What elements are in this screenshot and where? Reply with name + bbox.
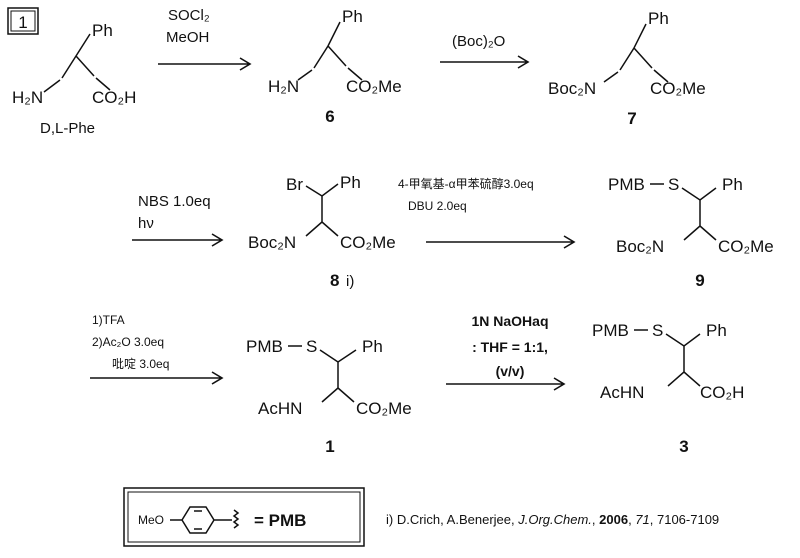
reaction-arrow-6: 1N NaOHaq : THF = 1:1, (v/v): [446, 313, 566, 391]
atom-sulfur: S: [306, 337, 317, 356]
scheme-number-box: 1: [7, 7, 39, 35]
reagent-nbs: NBS 1.0eq: [138, 193, 211, 210]
reagent-vv: (v/v): [496, 363, 525, 379]
atom-amine: AcHN: [600, 383, 644, 402]
atom-acid: CO₂H: [700, 383, 744, 402]
reagent-tfa: 1)TFA: [92, 313, 125, 327]
reagent-thf-ratio: : THF = 1:1,: [472, 339, 548, 355]
atom-sulfur: S: [652, 321, 663, 340]
legend-equals-pmb: = PMB: [254, 511, 306, 530]
compound-number: 9: [695, 271, 704, 290]
atom-amine: Boc₂N: [548, 79, 596, 98]
atom-amine: AcHN: [258, 399, 302, 418]
reagent-boc2o: (Boc)₂O: [452, 33, 505, 50]
atom-ester: CO₂Me: [340, 233, 396, 252]
atom-pmb: PMB: [608, 175, 645, 194]
reagent-hv: hν: [138, 215, 154, 232]
atom-amine: Boc₂N: [248, 233, 296, 252]
atom-ph: Ph: [340, 173, 361, 192]
citation-volume: 71: [635, 512, 649, 527]
reagent-meoh: MeOH: [166, 29, 209, 46]
atom-pmb: PMB: [246, 337, 283, 356]
reaction-arrow-4: 4-甲氧基-α甲苯硫醇3.0eq DBU 2.0eq: [398, 176, 576, 249]
reaction-arrow-2: (Boc)₂O: [440, 33, 530, 69]
atom-pmb: PMB: [592, 321, 629, 340]
compound-number: 8: [330, 271, 339, 290]
atom-sulfur: S: [668, 175, 679, 194]
structure-compound-6: Ph H₂N CO₂Me 6: [268, 7, 402, 126]
reagent-ac2o: 2)Ac₂O 3.0eq: [92, 335, 164, 349]
reaction-arrow-5: 1)TFA 2)Ac₂O 3.0eq 吡啶 3.0eq: [90, 313, 224, 385]
reaction-arrow-3: NBS 1.0eq hν: [132, 193, 224, 247]
atom-acid: CO₂H: [92, 88, 136, 107]
structure-compound-8: Br Ph Boc₂N CO₂Me 8 i): [248, 173, 396, 290]
compound-number: 3: [679, 437, 688, 456]
pmb-legend-box: MeO = PMB: [123, 487, 365, 547]
compound-number: 1: [325, 437, 334, 456]
scheme-number: 1: [18, 13, 27, 32]
citation-journal: J.Org.Chem.: [517, 512, 592, 527]
reagent-pyridine: 吡啶 3.0eq: [112, 357, 169, 371]
atom-ph: Ph: [92, 21, 113, 40]
structure-dl-phe: Ph H₂N CO₂H D,L-Phe: [12, 21, 136, 137]
atom-ph: Ph: [342, 7, 363, 26]
atom-ph: Ph: [706, 321, 727, 340]
structure-compound-3: PMB S Ph AcHN CO₂H 3: [592, 321, 744, 456]
atom-br: Br: [286, 175, 303, 194]
reaction-arrow-1: SOCl₂ MeOH: [158, 7, 252, 71]
atom-amine: H₂N: [12, 88, 43, 107]
atom-ph: Ph: [648, 9, 669, 28]
benzene-ring: [170, 506, 232, 534]
reference-marker: i): [346, 273, 354, 290]
atom-ester: CO₂Me: [718, 237, 774, 256]
reagent-thiol: 4-甲氧基-α甲苯硫醇3.0eq: [398, 176, 534, 191]
atom-ester: CO₂Me: [346, 77, 402, 96]
atom-ph: Ph: [722, 175, 743, 194]
citation-pages: , 7106-7109: [650, 512, 719, 527]
compound-name: D,L-Phe: [40, 120, 95, 137]
structure-compound-9: PMB S Ph Boc₂N CO₂Me 9: [608, 175, 774, 290]
citation: i) D.Crich, A.Benerjee, J.Org.Chem., 200…: [386, 512, 719, 527]
citation-year: 2006: [599, 512, 628, 527]
atom-ester: CO₂Me: [356, 399, 412, 418]
legend-meo: MeO: [138, 513, 164, 527]
atom-amine: H₂N: [268, 77, 299, 96]
atom-amine: Boc₂N: [616, 237, 664, 256]
compound-number: 6: [325, 107, 334, 126]
wavy-bond: [232, 509, 240, 529]
structure-compound-7: Ph Boc₂N CO₂Me 7: [548, 9, 706, 128]
atom-ph: Ph: [362, 337, 383, 356]
atom-ester: CO₂Me: [650, 79, 706, 98]
compound-number: 7: [627, 109, 636, 128]
structure-compound-1: PMB S Ph AcHN CO₂Me 1: [246, 337, 412, 456]
reagent-naoh: 1N NaOHaq: [471, 313, 548, 329]
citation-authors: i) D.Crich, A.Benerjee,: [386, 512, 518, 527]
reagent-dbu: DBU 2.0eq: [408, 199, 467, 213]
reagent-socl2: SOCl₂: [168, 7, 210, 24]
